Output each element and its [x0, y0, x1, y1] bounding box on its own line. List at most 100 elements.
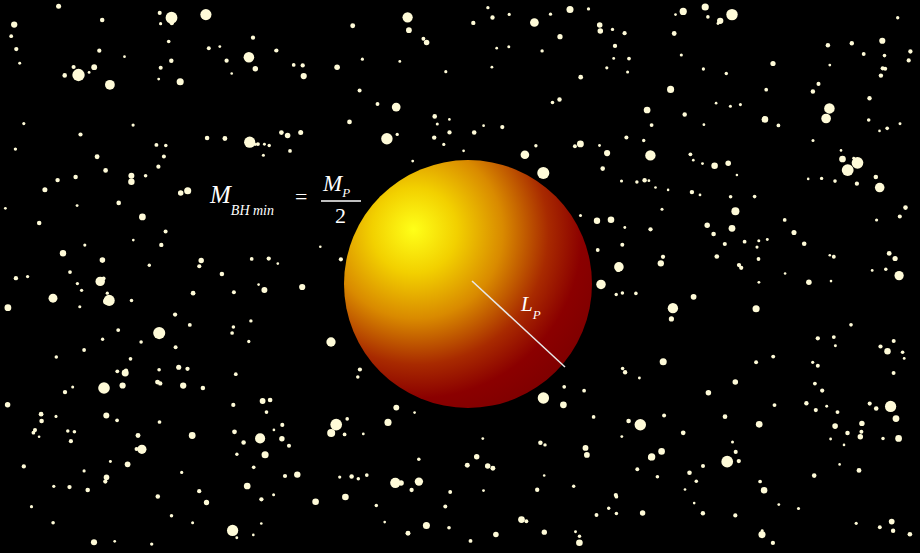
planck-length-symbol: L [521, 294, 533, 315]
star [701, 511, 705, 515]
star [635, 180, 638, 183]
star [635, 419, 646, 430]
star [739, 266, 743, 270]
star [537, 167, 549, 179]
star [197, 489, 201, 493]
star [702, 3, 709, 10]
star [71, 385, 74, 388]
star [875, 183, 885, 193]
star [813, 382, 817, 386]
star [706, 15, 710, 19]
star [265, 410, 269, 414]
star [582, 389, 586, 393]
star [82, 469, 85, 472]
fraction-bar [321, 200, 361, 201]
star [125, 461, 131, 467]
star [103, 413, 109, 419]
star [231, 403, 235, 407]
star [253, 66, 258, 71]
star [274, 49, 277, 52]
star [612, 57, 615, 60]
star [358, 367, 362, 371]
star [538, 392, 549, 403]
star-group [4, 3, 913, 546]
star [647, 179, 650, 182]
star [535, 488, 539, 492]
star [356, 375, 360, 379]
star [250, 257, 254, 261]
star [614, 262, 624, 272]
star [204, 500, 209, 505]
star [843, 444, 846, 447]
star [72, 69, 84, 81]
star [638, 377, 641, 380]
star [184, 187, 191, 194]
star [424, 40, 430, 46]
star [524, 519, 528, 523]
star [620, 243, 624, 247]
star [857, 468, 862, 473]
star [207, 46, 211, 50]
star [879, 38, 885, 44]
star [200, 9, 211, 20]
star [319, 245, 322, 248]
star [471, 21, 475, 25]
star [326, 337, 335, 346]
star [384, 419, 391, 426]
star [797, 507, 800, 510]
star [862, 52, 866, 56]
star [549, 13, 552, 16]
star [272, 493, 275, 496]
star [95, 277, 104, 286]
star [52, 485, 55, 488]
star [417, 457, 421, 461]
star [626, 419, 631, 424]
star [411, 160, 414, 163]
star [771, 355, 775, 359]
star [261, 287, 267, 293]
star [656, 475, 660, 479]
star [859, 421, 864, 426]
star [189, 432, 196, 439]
star [301, 63, 305, 67]
star [660, 358, 667, 365]
star [9, 34, 13, 38]
star [132, 239, 135, 242]
star [444, 70, 447, 73]
star [259, 497, 263, 501]
star [381, 133, 392, 144]
star [158, 11, 162, 15]
star [729, 105, 732, 108]
star [733, 513, 737, 517]
star [816, 364, 820, 368]
star [5, 402, 10, 407]
star [757, 281, 760, 284]
star [108, 299, 112, 303]
star [579, 214, 582, 217]
star [684, 488, 687, 491]
star [490, 466, 495, 471]
star [802, 242, 807, 247]
star [891, 529, 895, 533]
star [158, 381, 162, 385]
star [128, 178, 134, 184]
star [729, 225, 736, 232]
star [538, 441, 543, 446]
star [158, 420, 162, 424]
star [842, 164, 854, 176]
star [68, 270, 72, 274]
star [423, 522, 430, 529]
star [18, 62, 21, 65]
star [689, 152, 693, 156]
star [578, 535, 581, 538]
star [715, 102, 718, 105]
star [594, 218, 600, 224]
star [157, 78, 160, 81]
star [574, 530, 577, 533]
star [365, 473, 369, 477]
star [592, 415, 596, 419]
star [829, 438, 832, 441]
star [436, 122, 439, 125]
star [413, 411, 416, 414]
